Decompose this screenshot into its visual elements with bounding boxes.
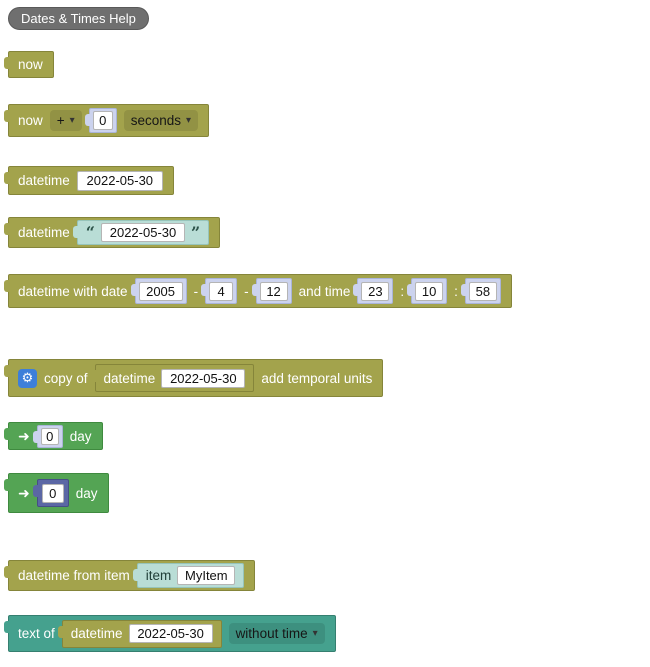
second-shadow-block[interactable] [460,278,501,304]
now-plus-label: now [18,113,43,128]
temporal-unit-number-block[interactable]: ➜ day [4,473,109,513]
datetime-label: datetime [70,626,123,641]
day-shadow-block[interactable] [251,278,292,304]
hour-shadow-block[interactable] [353,278,394,304]
year-shadow-block[interactable] [130,278,187,304]
day-input[interactable] [259,281,288,301]
text-of-block[interactable]: text of datetime without time ▾ [4,615,336,652]
nested-datetime-block[interactable]: datetime [90,364,255,392]
amount-shadow-block[interactable] [32,424,63,448]
help-button-label: Dates & Times Help [21,11,136,26]
from-item-label: datetime from item [18,568,130,583]
temporal-unit-shadow-block[interactable]: ➜ day [4,422,103,450]
copy-of-block[interactable]: ⚙ copy of datetime add temporal units [3,359,384,397]
arrow-right-icon: ➜ [18,485,30,501]
now-label: now [18,57,43,72]
number-block[interactable] [32,479,69,507]
month-shadow-block[interactable] [201,278,238,304]
hour-input[interactable] [361,281,390,301]
colon-separator: : [454,283,458,299]
amount-shadow-block[interactable] [84,108,117,133]
format-value: without time [235,626,308,641]
item-name-input[interactable] [177,566,236,585]
nested-datetime-block[interactable]: datetime [57,619,222,648]
second-input[interactable] [468,281,497,301]
amount-input[interactable] [92,111,113,130]
number-input[interactable] [41,483,64,503]
format-dropdown[interactable]: without time ▾ [228,623,325,644]
dates-times-help-button[interactable]: Dates & Times Help [8,7,149,30]
mutator-gear-icon[interactable]: ⚙ [18,368,37,388]
with-date-label: datetime with date [18,283,128,299]
unit-value: seconds [130,113,181,128]
datetime-input[interactable] [161,368,246,388]
and-time-label: and time [298,283,351,299]
dropdown-arrow-icon: ▾ [185,115,192,126]
string-input[interactable] [100,223,185,242]
arrow-right-icon: ➜ [18,428,30,444]
unit-dropdown[interactable]: seconds ▾ [123,110,199,131]
datetime-with-date-time-block[interactable]: datetime with date - - and time : : [4,274,512,308]
item-label: item [145,568,172,583]
operator-dropdown[interactable]: + ▾ [49,110,82,131]
minute-input[interactable] [415,281,444,301]
datetime-label: datetime [103,370,156,386]
colon-separator: : [400,283,405,299]
month-input[interactable] [209,281,234,301]
minute-shadow-block[interactable] [407,278,448,304]
close-quote-icon: ” [190,222,201,242]
item-block[interactable]: item [132,563,245,588]
operator-value: + [56,113,65,128]
copy-of-label: copy of [44,370,88,386]
dash-separator: - [193,283,199,299]
dropdown-arrow-icon: ▾ [69,115,75,126]
datetime-input[interactable] [76,170,163,191]
datetime-from-item-block[interactable]: datetime from item item [3,560,256,591]
unit-label: day [75,485,98,501]
open-quote-icon: “ [85,222,95,242]
datetime-field-block[interactable]: datetime [4,166,174,195]
unit-label: day [69,428,92,444]
datetime-input[interactable] [128,624,213,643]
now-block[interactable]: now [4,51,54,78]
now-plus-block[interactable]: now + ▾ seconds ▾ [3,104,210,137]
datetime-label: datetime [18,225,70,240]
string-shadow-block[interactable]: “ ” [72,220,210,245]
datetime-string-block[interactable]: datetime “ ” [3,217,221,248]
datetime-label: datetime [18,173,70,188]
dash-separator: - [244,283,249,299]
amount-input[interactable] [40,427,59,445]
year-input[interactable] [138,281,183,301]
add-temporal-units-label: add temporal units [261,370,373,386]
dropdown-arrow-icon: ▾ [312,628,318,639]
text-of-label: text of [18,626,55,641]
